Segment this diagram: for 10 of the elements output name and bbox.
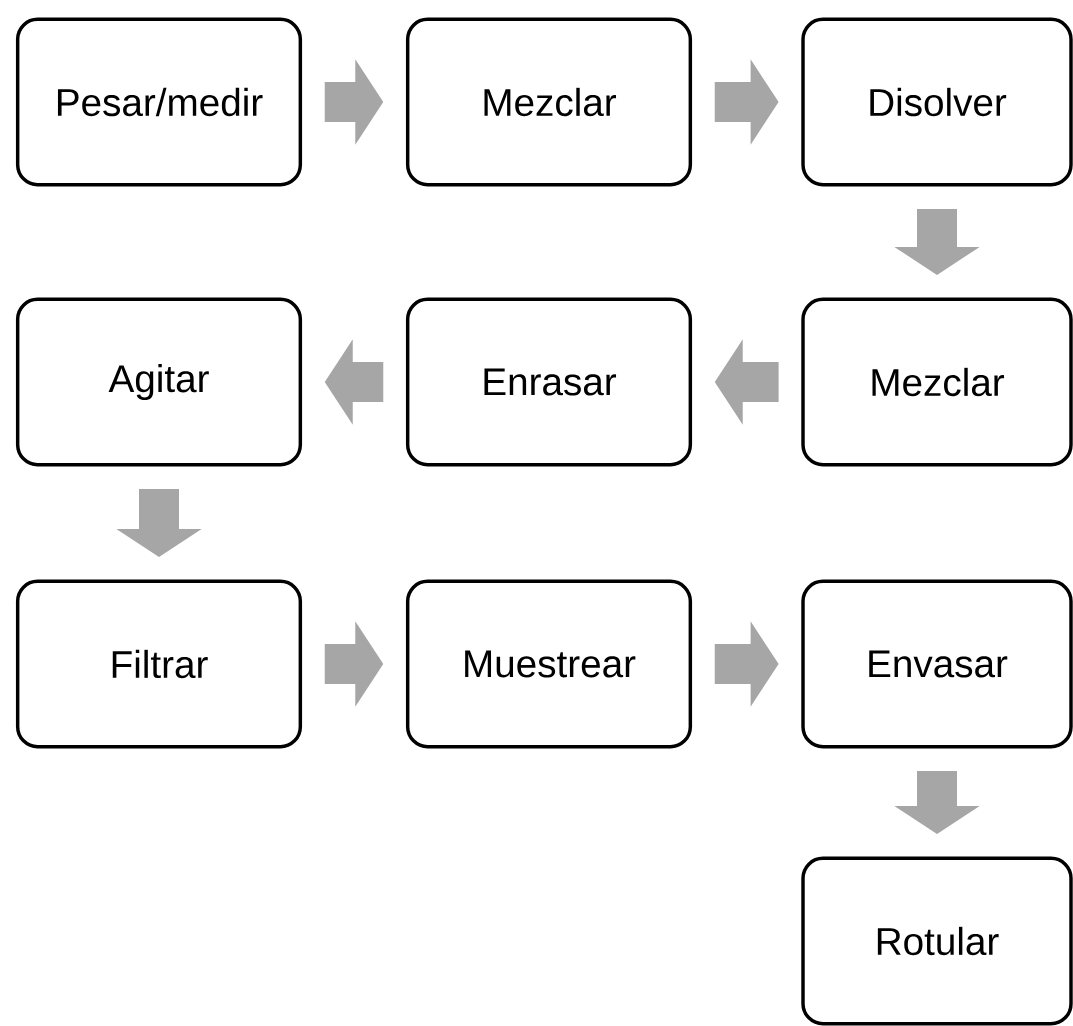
process-box: Mezclar (405, 17, 693, 187)
process-box: Pesar/medir (15, 17, 303, 187)
process-box: Disolver (801, 17, 1073, 187)
process-box: Agitar (15, 297, 303, 467)
process-box: Filtrar (15, 579, 303, 749)
process-box: Rotular (801, 856, 1073, 1026)
process-box: Mezclar (801, 297, 1073, 467)
process-box: Enrasar (405, 297, 693, 467)
process-box: Muestrear (405, 579, 693, 749)
process-box: Envasar (801, 579, 1073, 749)
